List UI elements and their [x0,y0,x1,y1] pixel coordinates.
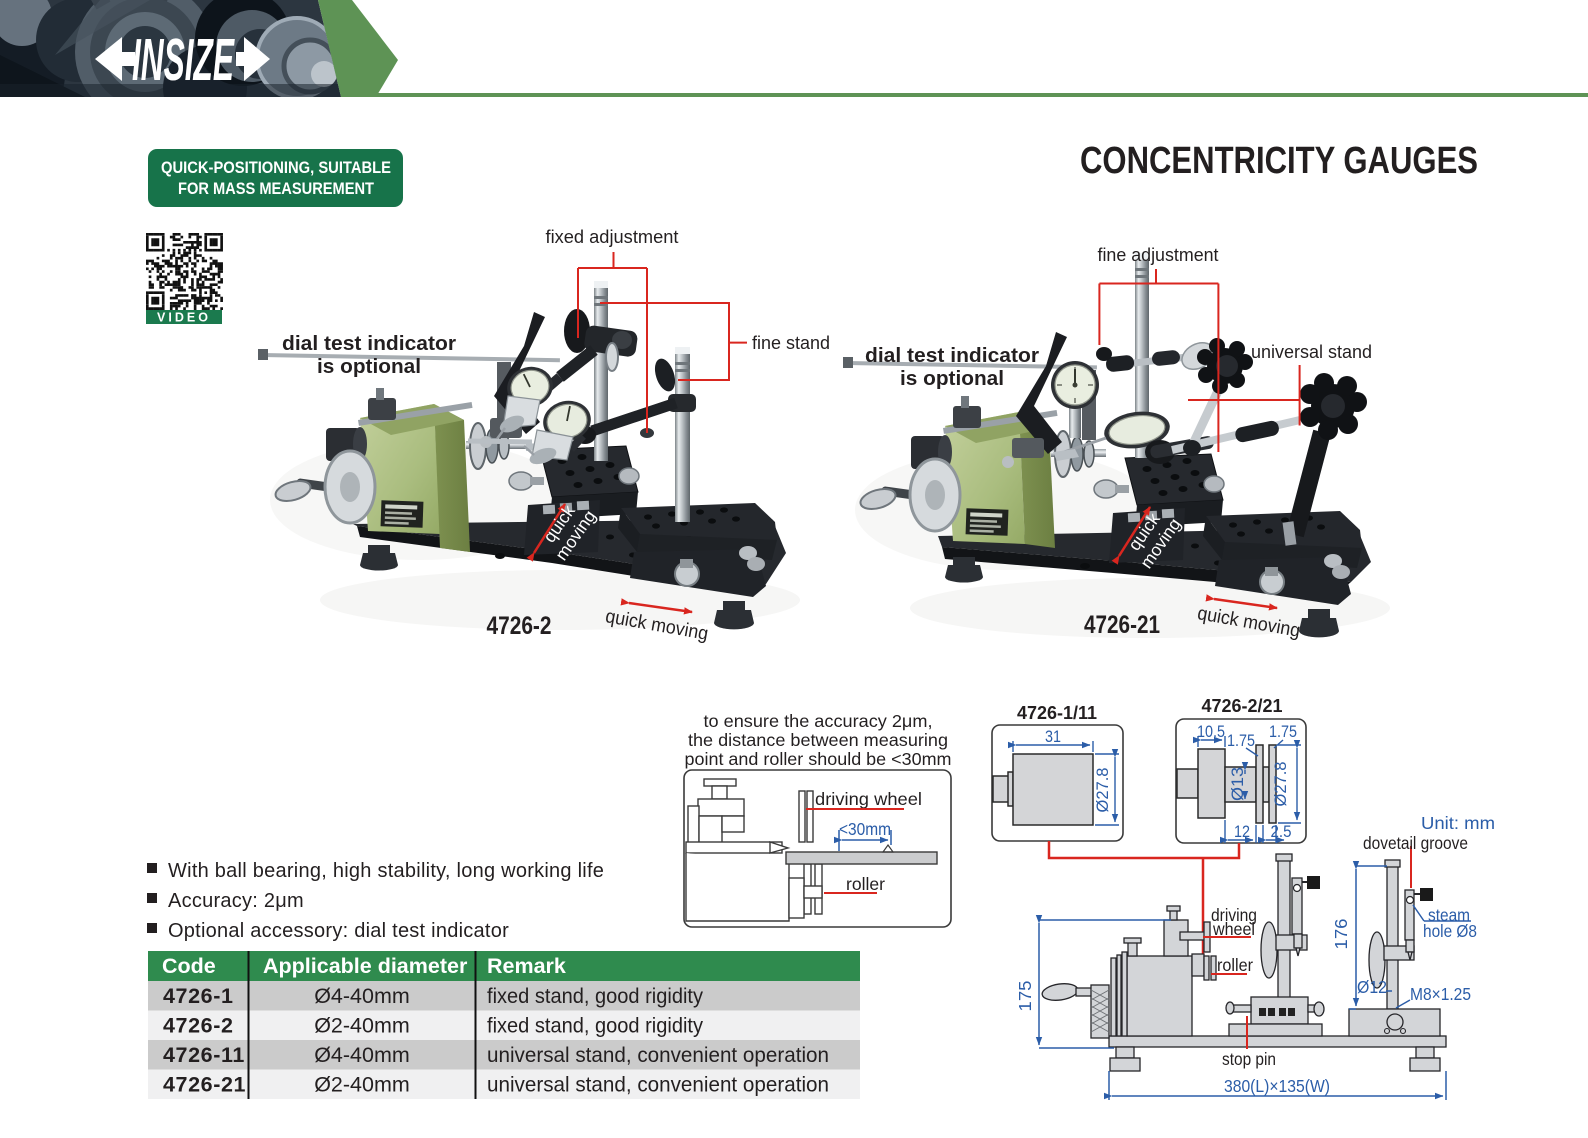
svg-text:4726-21: 4726-21 [163,1073,246,1097]
svg-text:Ø13: Ø13 [1228,767,1247,801]
svg-text:2.5: 2.5 [1271,822,1292,841]
svg-text:Ø12: Ø12 [1357,977,1387,997]
svg-text:12: 12 [1234,822,1250,841]
svg-text:fixed stand, good rigidity: fixed stand, good rigidity [487,984,703,1008]
svg-text:fine stand: fine stand [752,333,830,353]
svg-text:point and roller should be <30: point and roller should be <30mm [685,749,952,769]
svg-text:<30mm: <30mm [839,819,891,839]
svg-text:M8×1.25: M8×1.25 [1410,984,1471,1004]
svg-text:roller: roller [846,874,885,894]
svg-text:1.75: 1.75 [1227,731,1255,750]
svg-text:4726-2/21: 4726-2/21 [1201,696,1282,716]
svg-text:universal stand: universal stand [1251,342,1372,362]
svg-text:QUICK-POSITIONING, SUITABLE: QUICK-POSITIONING, SUITABLE [161,159,391,177]
svg-text:4726-21: 4726-21 [1084,611,1160,639]
svg-text:driving wheel: driving wheel [815,789,922,809]
svg-text:universal stand, convenient op: universal stand, convenient operation [487,1073,829,1097]
svg-text:steam: steam [1428,905,1470,925]
svg-text:FOR MASS MEASUREMENT: FOR MASS MEASUREMENT [178,180,374,198]
svg-text:4726-11: 4726-11 [163,1043,245,1067]
svg-text:Applicable diameter: Applicable diameter [263,954,468,978]
svg-text:Accuracy: 2μm: Accuracy: 2μm [168,890,304,912]
svg-text:fixed adjustment: fixed adjustment [546,227,679,247]
svg-text:4726-1: 4726-1 [163,984,234,1008]
svg-text:dial test indicator: dial test indicator [282,333,456,355]
svg-text:Ø2-40mm: Ø2-40mm [314,1073,410,1097]
svg-text:With ball bearing, high stabil: With ball bearing, high stability, long … [168,860,604,882]
svg-text:dovetail groove: dovetail groove [1363,833,1468,853]
svg-text:to ensure the accuracy 2μm,: to ensure the accuracy 2μm, [704,711,933,731]
svg-text:Code: Code [162,954,216,978]
svg-text:Optional accessory: dial test: Optional accessory: dial test indicator [168,920,509,942]
svg-text:1.75: 1.75 [1269,722,1297,741]
svg-text:the distance between measuring: the distance between measuring [688,730,948,750]
svg-text:Remark: Remark [487,954,566,978]
svg-text:31: 31 [1045,727,1061,746]
svg-text:is optional: is optional [317,356,421,378]
svg-text:universal stand, convenient op: universal stand, convenient operation [487,1043,829,1067]
svg-text:dial test indicator: dial test indicator [865,345,1039,367]
svg-text:INSIZE: INSIZE [132,27,235,93]
svg-text:hole Ø8: hole Ø8 [1423,921,1477,941]
svg-text:Ø4-40mm: Ø4-40mm [314,1043,410,1067]
svg-text:fixed stand, good rigidity: fixed stand, good rigidity [487,1014,703,1038]
svg-text:Ø27.8: Ø27.8 [1093,768,1112,813]
svg-text:176: 176 [1331,919,1351,950]
svg-text:380(L)×135(W): 380(L)×135(W) [1224,1076,1330,1096]
svg-text:is optional: is optional [900,368,1004,390]
svg-text:175: 175 [1015,981,1035,1012]
svg-text:4726-2: 4726-2 [487,612,552,640]
svg-text:Ø27.8: Ø27.8 [1271,762,1290,807]
svg-text:4726-2: 4726-2 [163,1014,234,1038]
svg-text:fine adjustment: fine adjustment [1098,245,1219,265]
svg-text:wheel: wheel [1212,919,1255,939]
svg-text:Unit: mm: Unit: mm [1421,813,1495,833]
svg-text:4726-1/11: 4726-1/11 [1017,703,1097,723]
svg-text:driving: driving [1211,905,1257,925]
svg-text:CONCENTRICITY GAUGES: CONCENTRICITY GAUGES [1080,140,1478,182]
svg-text:10.5: 10.5 [1197,722,1225,741]
svg-text:VIDEO: VIDEO [157,311,211,325]
svg-text:stop pin: stop pin [1222,1049,1276,1069]
svg-text:roller: roller [1217,955,1253,975]
svg-text:Ø4-40mm: Ø4-40mm [314,984,410,1008]
svg-text:Ø2-40mm: Ø2-40mm [314,1014,410,1038]
